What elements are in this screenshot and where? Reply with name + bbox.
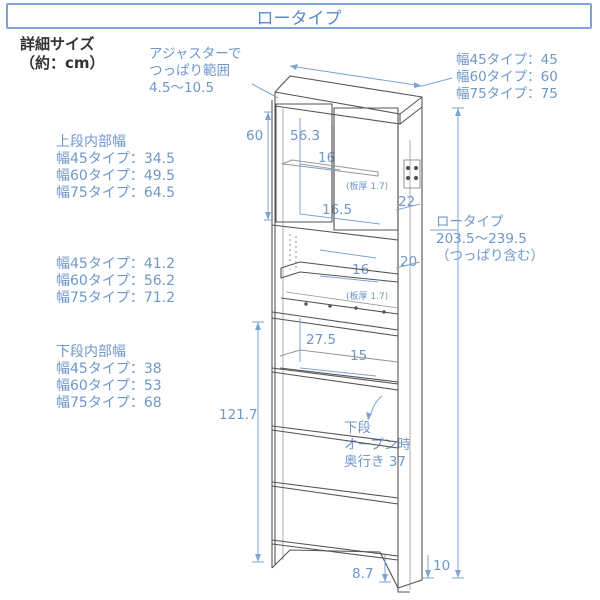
lower-inner-label: 下段内部幅 幅45タイプ：38 幅60タイプ：53 幅75タイプ：68 [56,344,162,412]
dim-10: 10 [433,558,451,574]
dim-16-upper: 16 [318,150,336,166]
dim-27-5: 27.5 [306,332,337,348]
height-total-line2: 203.5～239.5 [436,231,527,247]
adjuster-line2: つっぱり範囲 [149,63,230,79]
height-total-line3: （つっぱり含む） [436,248,544,264]
plate-thickness-upper: (板厚 1.7) [346,182,389,192]
width-type-45: 幅45タイプ：45 [456,52,558,68]
detail-size-label: 詳細サイズ （約：cm） [20,35,105,73]
height-total-line1: ロータイプ [436,214,504,230]
middle-inner-label: 幅45タイプ：41.2 幅60タイプ：56.2 幅75タイプ：71.2 [56,256,175,307]
middle-inner-75: 幅75タイプ：71.2 [56,290,175,306]
lower-inner-60: 幅60タイプ：53 [56,378,162,394]
adjuster-label: アジャスターで つっぱり範囲 4.5～10.5 [149,46,241,97]
dim-16-middle: 16 [352,262,370,278]
upper-inner-label: 上段内部幅 幅45タイプ：34.5 幅60タイプ：49.5 幅75タイプ：64.… [56,134,175,202]
adjuster-line3: 4.5～10.5 [149,80,215,96]
dimension-arrowheads [255,64,461,582]
lower-open-line3: 奥行き 37 [344,454,406,470]
width-type-75: 幅75タイプ：75 [456,86,558,102]
dim-56-3: 56.3 [290,128,321,144]
upper-inner-heading: 上段内部幅 [56,134,126,150]
width-type-60: 幅60タイプ：60 [456,69,558,85]
middle-inner-60: 幅60タイプ：56.2 [56,273,175,289]
dim-8-7: 8.7 [352,566,374,582]
detail-size-line1: 詳細サイズ [20,35,95,53]
title-text: ロータイプ [256,8,342,29]
cabinet-outline [271,75,423,593]
detail-size-line2: （約：cm） [20,54,105,72]
height-total-label: ロータイプ 203.5～239.5 （つっぱり含む） [436,214,544,265]
lower-inner-heading: 下段内部幅 [56,344,126,360]
upper-inner-75: 幅75タイプ：64.5 [56,185,175,201]
dim-121-7: 121.7 [219,407,258,423]
plate-thickness-middle: (板厚 1.7) [346,292,389,302]
adjuster-line1: アジャスターで [149,46,242,62]
upper-inner-60: 幅60タイプ：49.5 [56,168,175,184]
lower-open-line1: 下段 [344,420,371,436]
upper-inner-45: 幅45タイプ：34.5 [56,151,175,167]
lower-inner-75: 幅75タイプ：68 [56,395,162,411]
lower-inner-45: 幅45タイプ：38 [56,361,162,377]
dim-16-5: 16.5 [322,202,353,218]
width-types-label: 幅45タイプ：45 幅60タイプ：60 幅75タイプ：75 [456,52,558,103]
title-banner: ロータイプ [6,3,592,29]
dim-60: 60 [246,128,264,144]
dim-15: 15 [350,348,368,364]
middle-inner-45: 幅45タイプ：41.2 [56,256,175,272]
